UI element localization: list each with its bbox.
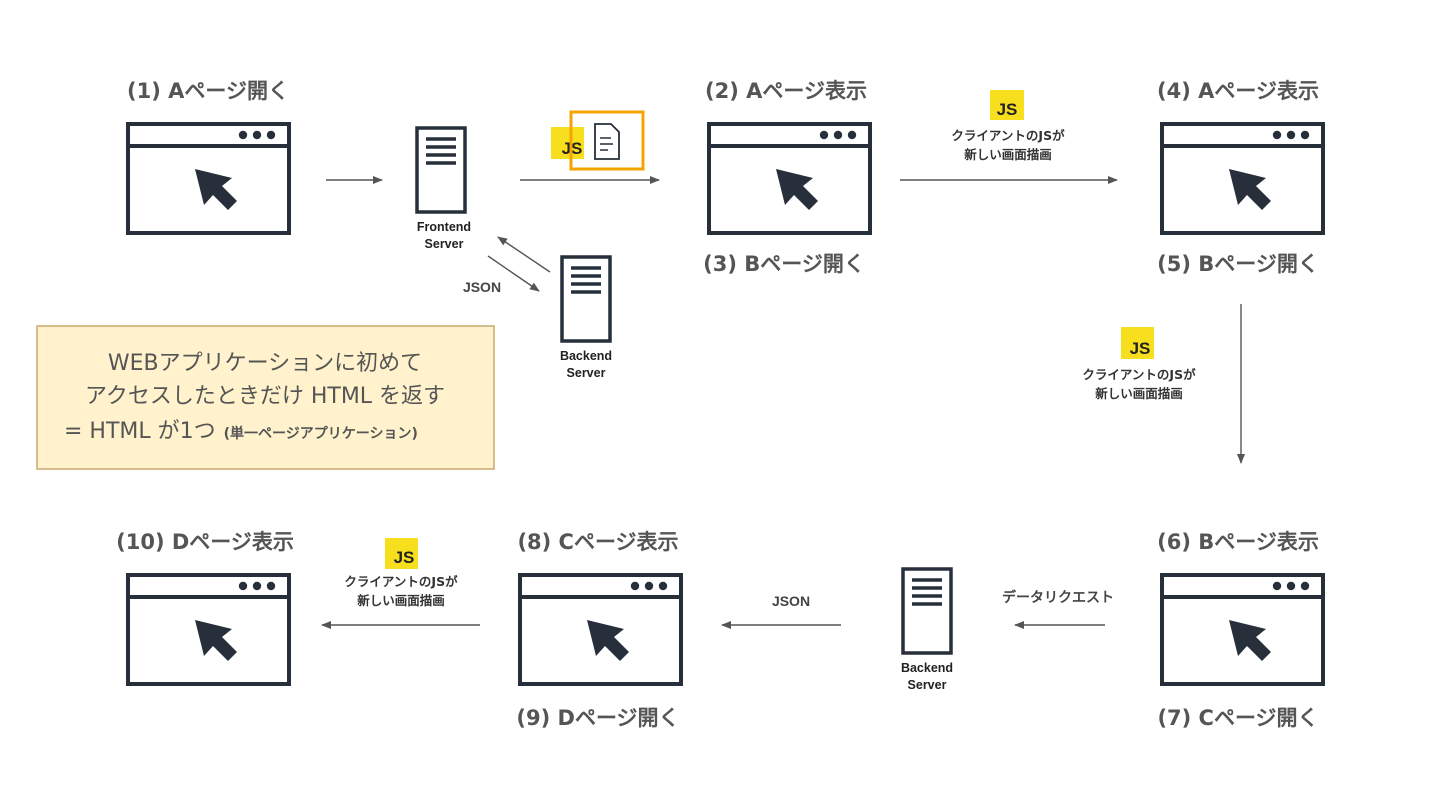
js-badge-text: JS bbox=[997, 100, 1018, 119]
note-line-3: = HTML が1つ (単一ページアプリケーション) bbox=[64, 419, 418, 444]
browser-window-icon-6 bbox=[1160, 573, 1325, 686]
note-line-2: アクセスしたときだけ HTML を返す bbox=[85, 384, 445, 409]
step-3-label: (3) Bページ開く bbox=[703, 252, 865, 276]
step-4-label: (4) Aページ表示 bbox=[1157, 79, 1319, 103]
arrow-backend-to-frontend bbox=[497, 236, 551, 273]
client-render-caption-line1: クライアントのJSが bbox=[951, 128, 1065, 143]
browser-window-icon-2 bbox=[707, 122, 872, 235]
backend-server-label-line2: Server bbox=[908, 678, 947, 692]
step-5-label: (5) Bページ開く bbox=[1157, 252, 1319, 276]
browser-window-icon-8 bbox=[518, 573, 683, 686]
step-1-label: (1) Aページ開く bbox=[127, 79, 289, 103]
backend-server-label-line1: Backend bbox=[560, 349, 612, 363]
backend-server-icon bbox=[560, 255, 612, 343]
frontend-server-label-line1: Frontend bbox=[417, 220, 471, 234]
note-line-1: WEBアプリケーションに初めて bbox=[108, 351, 422, 376]
client-render-caption-line1: クライアントのJSが bbox=[344, 574, 458, 589]
note-line-3-small: (単一ページアプリケーション) bbox=[224, 425, 418, 442]
js-badge-icon bbox=[551, 127, 584, 159]
js-badge-text: JS bbox=[394, 548, 415, 567]
backend-server-icon bbox=[901, 567, 953, 655]
step-8-label: (8) Cページ表示 bbox=[517, 530, 678, 554]
step-6-label: (6) Bページ表示 bbox=[1157, 530, 1319, 554]
client-render-caption-line1: クライアントのJSが bbox=[1082, 367, 1196, 382]
browser-window-icon-1 bbox=[126, 122, 291, 235]
backend-server-label-line1: Backend bbox=[901, 661, 953, 675]
client-render-caption-line2: 新しい画面描画 bbox=[964, 147, 1052, 162]
json-edge-label: JSON bbox=[772, 593, 810, 609]
js-badge-icon bbox=[1121, 327, 1154, 359]
note-line-3-main: = HTML が1つ bbox=[64, 419, 216, 444]
step-2-label: (2) Aページ表示 bbox=[705, 79, 867, 103]
data-request-edge-label: データリクエスト bbox=[1002, 589, 1114, 605]
note-box bbox=[36, 325, 495, 470]
js-badge-icon bbox=[990, 90, 1024, 120]
html-document-icon bbox=[594, 123, 620, 160]
js-badge-text: JS bbox=[1130, 339, 1151, 358]
frontend-server-label-line2: Server bbox=[425, 237, 464, 251]
frontend-server-icon bbox=[415, 126, 467, 214]
client-render-caption-line2: 新しい画面描画 bbox=[357, 593, 445, 608]
backend-server-label-line2: Server bbox=[567, 366, 606, 380]
json-edge-label: JSON bbox=[463, 279, 501, 295]
step-7-label: (7) Cページ開く bbox=[1157, 706, 1318, 730]
browser-window-icon-4 bbox=[1160, 122, 1325, 235]
arrow-frontend-to-backend bbox=[487, 255, 540, 292]
step-9-label: (9) Dページ開く bbox=[516, 706, 679, 730]
js-badge-icon bbox=[385, 538, 418, 569]
step-10-label: (10) Dページ表示 bbox=[116, 530, 294, 554]
client-render-caption-line2: 新しい画面描画 bbox=[1095, 386, 1183, 401]
browser-window-icon-10 bbox=[126, 573, 291, 686]
highlight-frame bbox=[569, 110, 645, 171]
